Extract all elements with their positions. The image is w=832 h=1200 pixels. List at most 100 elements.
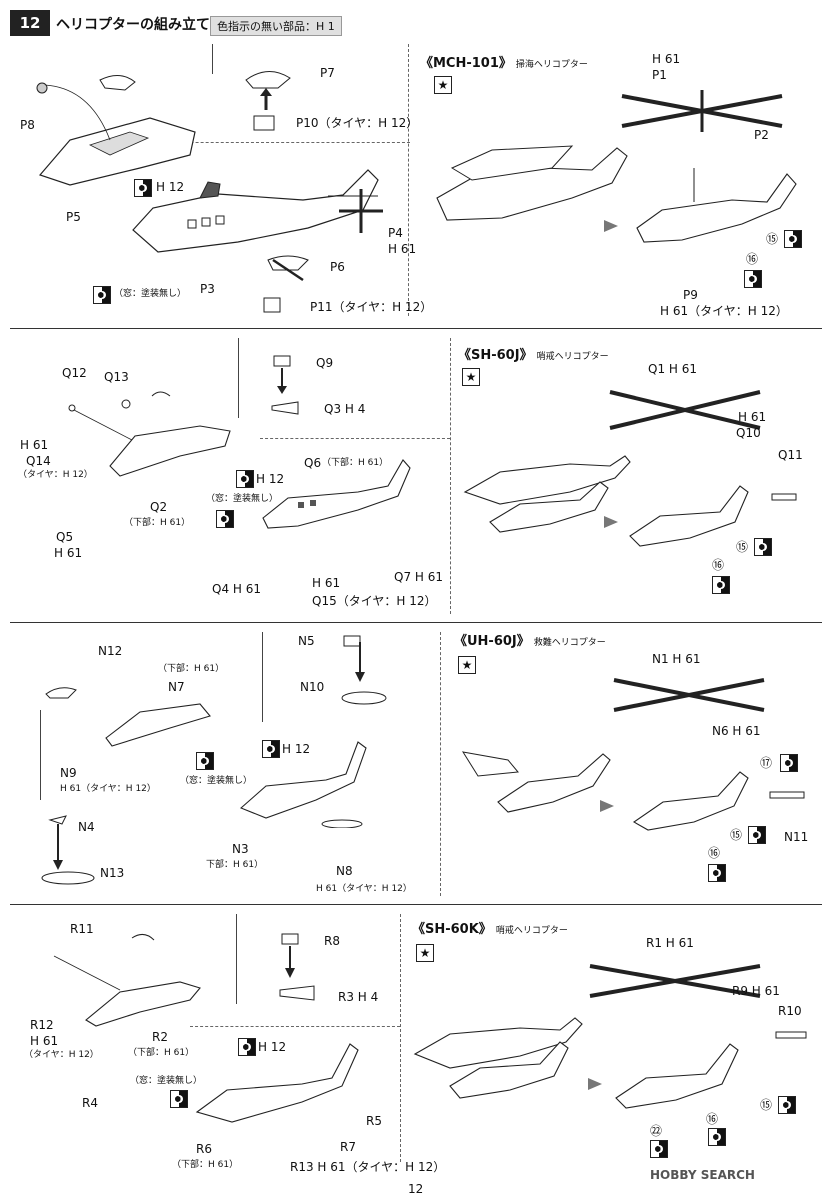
part-label-q3: Q3 H 4: [324, 402, 366, 416]
part-label-q14-tire: （タイヤ：H 12）: [18, 470, 93, 480]
step-title: ヘリコプターの組み立て: [56, 17, 210, 33]
divider-line: [236, 914, 237, 1004]
part-label-n10: N10: [300, 680, 325, 694]
part-label-q14: Q14: [26, 454, 51, 468]
dashed-divider: [408, 44, 409, 316]
paint-icon: [93, 286, 111, 304]
part-label-n1: N1 H 61: [652, 652, 701, 666]
part-label-n8: N8: [336, 864, 353, 878]
decal-16: ⑯: [706, 1112, 719, 1126]
decal-22: ㉒: [650, 1124, 663, 1138]
part-label-p1: P1: [652, 68, 667, 82]
variant-title-sh60k: 《SH-60K》哨戒ヘリコプター: [412, 922, 568, 937]
part-label-q1: Q1 H 61: [648, 362, 698, 376]
part-label-n8-sub: H 61（タイヤ：H 12）: [316, 884, 412, 894]
part-label-r5: R5: [366, 1114, 382, 1128]
star-icon: ★: [462, 368, 480, 386]
variant-title-mch101: 《MCH-101》掃海ヘリコプター: [420, 56, 588, 71]
part-label-n6: N6 H 61: [712, 724, 761, 738]
part-label-r9: R9 H 61: [732, 984, 780, 998]
step-number-badge: 12: [10, 10, 50, 36]
helicopter-drawing-sh60k: [413, 1017, 807, 1109]
helicopter-drawing-sh60k-assembly: [195, 1043, 359, 1123]
paint-icon: [216, 510, 234, 528]
star-icon: ★: [434, 76, 452, 94]
paint-icon: [778, 1096, 796, 1114]
decal-15: ⑮: [730, 828, 743, 842]
variant-title-sh60j: 《SH-60J》哨戒ヘリコプター: [458, 348, 609, 363]
part-label-p3: P3: [200, 282, 215, 296]
part-label-r12: R12: [30, 1018, 54, 1032]
paint-icon: [262, 740, 280, 758]
decal-16: ⑯: [708, 846, 721, 860]
part-label-p6: P6: [330, 260, 345, 274]
paint-icon: [708, 1128, 726, 1146]
dashed-divider: [260, 438, 450, 439]
part-label-q2: Q2: [150, 500, 168, 514]
part-label-n13: N13: [100, 866, 125, 880]
part-label-q9: Q9: [316, 356, 334, 370]
part-label-p8: P8: [20, 118, 35, 132]
divider-line: [262, 632, 263, 722]
part-label-q10: Q10: [736, 426, 761, 440]
dashed-divider: [440, 632, 441, 896]
part-label-q5: Q5: [56, 530, 74, 544]
paint-icon: [196, 752, 214, 770]
color-note: 色指示の無い部品：H 1: [210, 16, 342, 36]
part-label-r4: R4: [82, 1096, 98, 1110]
main-rotor-drawing-q1: [609, 390, 761, 430]
dashed-divider: [450, 338, 451, 614]
decal-16: ⑯: [746, 252, 759, 266]
divider-line: [238, 338, 239, 418]
helicopter-drawing-sh60j-assembly: [262, 459, 411, 529]
part-label-q14-color: H 61: [20, 438, 49, 452]
paint-icon: [712, 576, 730, 594]
page-number: 12: [408, 1182, 424, 1196]
paint-icon: [134, 179, 152, 197]
part-label-r2: R2: [152, 1030, 168, 1044]
part-drawing-p7-p10: [245, 71, 291, 131]
part-label-r3: R3 H 4: [338, 990, 379, 1004]
part-label-h12: H 12: [256, 472, 285, 486]
section-divider: [10, 328, 822, 329]
part-label-n3: N3: [232, 842, 249, 856]
part-label-q2-sub: （下部：H 61）: [124, 518, 191, 528]
part-label-r12-tire: （タイヤ：H 12）: [24, 1050, 99, 1060]
divider-line: [212, 44, 213, 74]
window-note: （窓：塗装無し）: [114, 289, 187, 299]
dashed-divider: [110, 142, 410, 143]
main-rotor-drawing-n1: [613, 678, 765, 712]
part-label-h12: H 12: [258, 1040, 287, 1054]
part-label-r13: R13 H 61（タイヤ：H 12）: [290, 1160, 446, 1174]
part-label-n7: N7: [168, 680, 185, 694]
part-label-n7-sub: （下部：H 61）: [158, 664, 225, 674]
part-label-r1: R1 H 61: [646, 936, 694, 950]
part-label-n3-sub: 下部：H 61）: [206, 860, 264, 870]
helicopter-drawing-mch101: [436, 145, 797, 243]
paint-icon: [650, 1140, 668, 1158]
part-label-h12: H 12: [282, 742, 311, 756]
divider-line: [40, 710, 41, 800]
helicopter-drawing-sh60j: [463, 455, 797, 547]
main-rotor-drawing-p1: [621, 90, 783, 132]
helicopter-drawing-uh60j-assembly: [239, 741, 367, 828]
part-label-n12: N12: [98, 644, 123, 658]
part-label-n5: N5: [298, 634, 315, 648]
part-label-p2: P2: [754, 128, 769, 142]
paint-icon: [238, 1038, 256, 1056]
part-label-r6-sub: （下部：H 61）: [172, 1160, 239, 1170]
fuselage-drawing-n7: [45, 687, 211, 747]
decal-15: ⑮: [766, 232, 779, 246]
part-label-q7: Q7 H 61: [394, 570, 444, 584]
part-label-n4: N4: [78, 820, 95, 834]
main-rotor-drawing-r1: [589, 964, 761, 998]
part-label-p4: P4: [388, 226, 403, 240]
part-label-r7: R7: [340, 1140, 356, 1154]
decal-15: ⑮: [736, 540, 749, 554]
dashed-divider: [190, 1026, 400, 1027]
dashed-divider: [400, 914, 401, 1162]
paint-icon: [748, 826, 766, 844]
section-divider: [10, 622, 822, 623]
part-label-p4-color: H 61: [388, 242, 417, 256]
part-label-r2-sub: （下部：H 61）: [128, 1048, 195, 1058]
